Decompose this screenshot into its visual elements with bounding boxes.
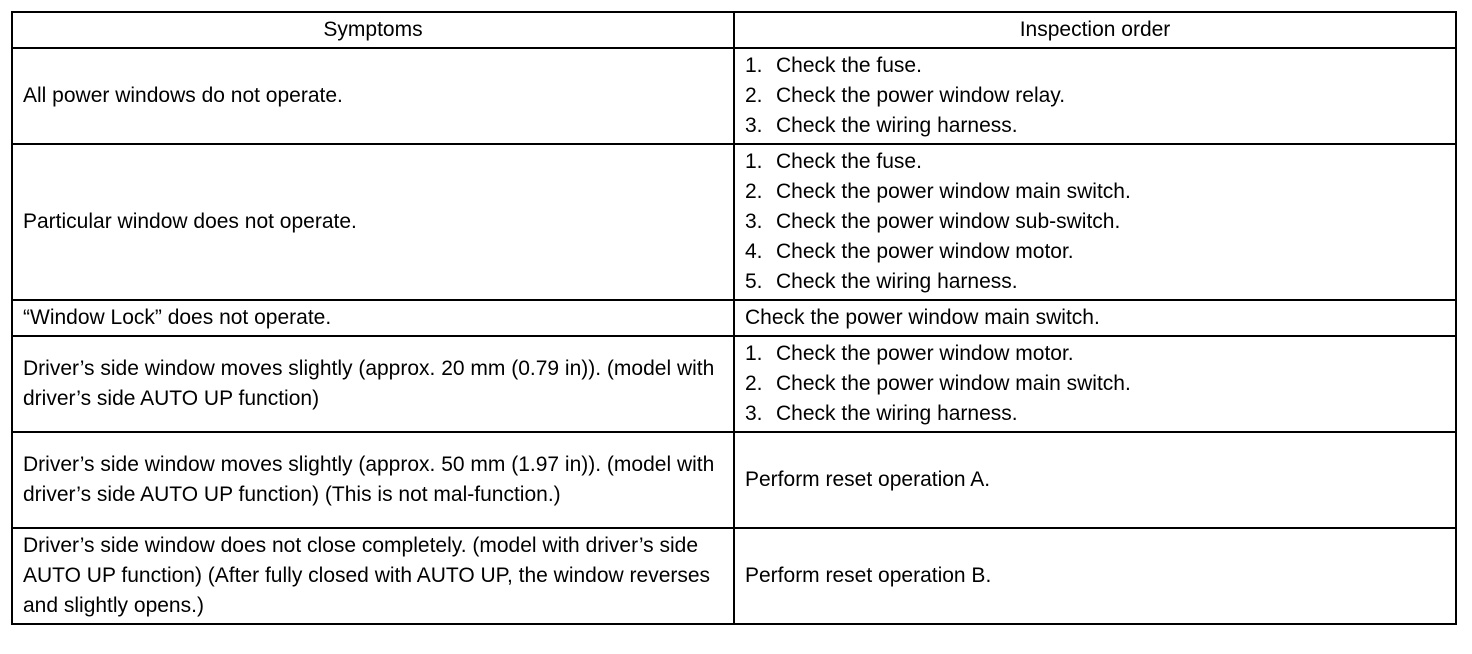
step-number: 1.: [745, 150, 763, 173]
inspection-cell: 1. Check the fuse. 2. Check the power wind…: [733, 47, 1457, 145]
step-item: 3. Check the power window sub-switch.: [745, 207, 1445, 237]
step-item: 1. Check the fuse.: [745, 51, 1445, 81]
step-text: Check the wiring harness.: [776, 402, 1018, 425]
step-text: Check the wiring harness.: [776, 270, 1018, 293]
step-number: 1.: [745, 54, 763, 77]
symptom-cell: “Window Lock” does not operate.: [11, 299, 735, 337]
inspection-table: Symptoms Inspection order All power wind…: [11, 11, 1457, 625]
step-number: 3.: [745, 402, 763, 425]
step-list: 1. Check the fuse. 2. Check the power wind…: [745, 147, 1445, 297]
step-number: 2.: [745, 372, 763, 395]
step-item: 4. Check the power window motor.: [745, 237, 1445, 267]
step-number: 5.: [745, 270, 763, 293]
table-row: Driver’s side window moves slightly (app…: [11, 335, 1457, 433]
step-number: 3.: [745, 114, 763, 137]
step-text: Check the fuse.: [776, 54, 922, 77]
step-item: 1. Check the fuse.: [745, 147, 1445, 177]
table-row: Driver’s side window moves slightly (app…: [11, 431, 1457, 529]
symptom-cell: All power windows do not operate.: [11, 47, 735, 145]
step-number: 2.: [745, 84, 763, 107]
header-symptoms: Symptoms: [11, 11, 735, 49]
step-list: 1. Check the fuse. 2. Check the power wind…: [745, 51, 1445, 141]
symptom-cell: Particular window does not operate.: [11, 143, 735, 301]
header-inspection-order: Inspection order: [733, 11, 1457, 49]
table-row: “Window Lock” does not operate. Check th…: [11, 299, 1457, 337]
step-number: 2.: [745, 180, 763, 203]
step-number: 4.: [745, 240, 763, 263]
step-text: Check the power window relay.: [776, 84, 1066, 107]
step-item: 2. Check the power window relay.: [745, 81, 1445, 111]
symptom-cell: Driver’s side window does not close comp…: [11, 527, 735, 625]
step-item: 5. Check the wiring harness.: [745, 267, 1445, 297]
inspection-cell: 1. Check the fuse. 2. Check the power wind…: [733, 143, 1457, 301]
step-item: 1. Check the power window motor.: [745, 339, 1445, 369]
step-number: 1.: [745, 342, 763, 365]
table-row: All power windows do not operate. 1. Chec…: [11, 47, 1457, 145]
inspection-cell: 1. Check the power window motor. 2. Check …: [733, 335, 1457, 433]
step-item: 2. Check the power window main switch.: [745, 369, 1445, 399]
step-text: Check the power window main switch.: [776, 180, 1131, 203]
table-row: Particular window does not operate. 1. Ch…: [11, 143, 1457, 301]
step-item: 3. Check the wiring harness.: [745, 111, 1445, 141]
table-row: Driver’s side window does not close comp…: [11, 527, 1457, 625]
inspection-cell: Check the power window main switch.: [733, 299, 1457, 337]
step-text: Check the power window main switch.: [776, 372, 1131, 395]
step-item: 3. Check the wiring harness.: [745, 399, 1445, 429]
header-row: Symptoms Inspection order: [11, 11, 1457, 49]
step-text: Check the power window sub-switch.: [776, 210, 1121, 233]
symptom-cell: Driver’s side window moves slightly (app…: [11, 335, 735, 433]
step-text: Check the fuse.: [776, 150, 922, 173]
inspection-cell: Perform reset operation A.: [733, 431, 1457, 529]
step-text: Check the power window motor.: [776, 342, 1074, 365]
symptom-cell: Driver’s side window moves slightly (app…: [11, 431, 735, 529]
step-list: 1. Check the power window motor. 2. Check …: [745, 339, 1445, 429]
step-text: Check the power window motor.: [776, 240, 1074, 263]
step-item: 2. Check the power window main switch.: [745, 177, 1445, 207]
inspection-cell: Perform reset operation B.: [733, 527, 1457, 625]
step-text: Check the wiring harness.: [776, 114, 1018, 137]
step-number: 3.: [745, 210, 763, 233]
